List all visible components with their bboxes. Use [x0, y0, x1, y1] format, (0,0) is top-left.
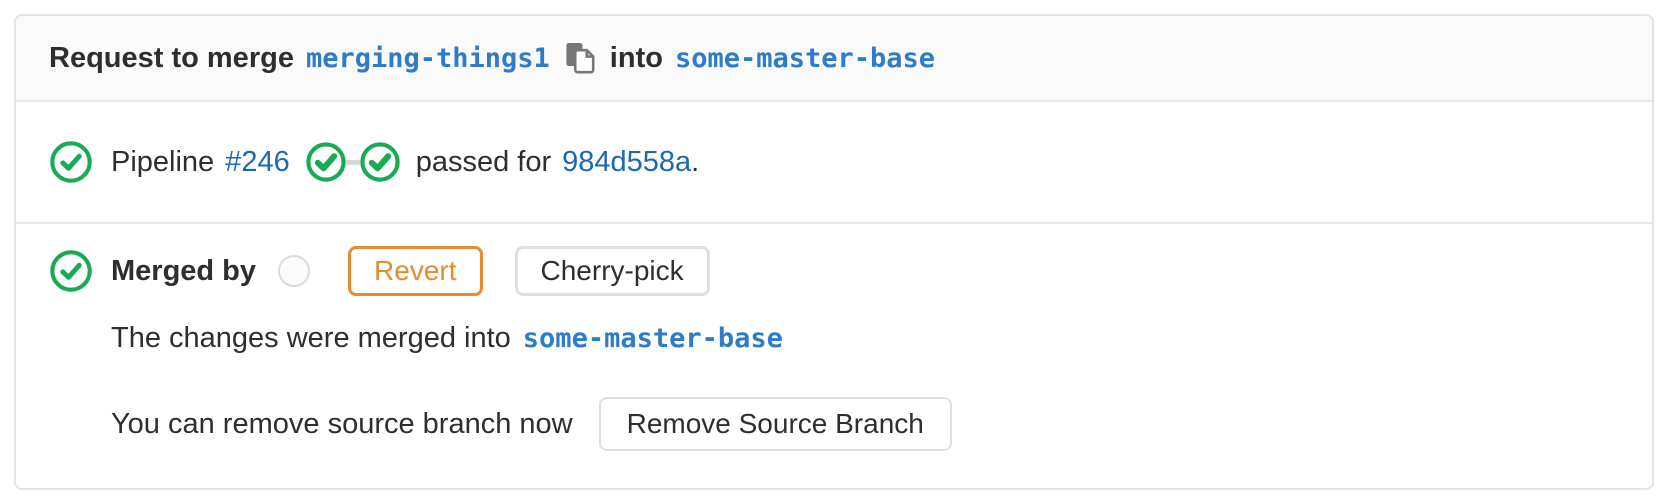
mr-widget-header: Request to merge merging-things1 into so… [16, 16, 1652, 102]
merged-by-row: Merged by Revert Cherry-pick [49, 246, 1619, 296]
source-branch-link[interactable]: merging-things1 [305, 42, 550, 74]
cherry-pick-button[interactable]: Cherry-pick [514, 246, 710, 296]
merged-by-label: Merged by [111, 254, 257, 287]
mini-pipeline-stage-icon[interactable] [359, 141, 401, 183]
mini-pipeline-stage-icon[interactable] [305, 141, 347, 183]
pipeline-success-icon [49, 140, 93, 184]
copy-branch-name-icon[interactable] [564, 41, 596, 75]
merged-success-icon [49, 249, 93, 293]
merge-request-widget: Request to merge merging-things1 into so… [14, 14, 1654, 490]
into-text: into [609, 41, 663, 74]
mini-pipeline-graph [305, 141, 401, 183]
remove-source-branch-text: You can remove source branch now [111, 407, 573, 440]
remove-source-branch-row: You can remove source branch now Remove … [111, 397, 1619, 451]
pipeline-section: Pipeline #246 passed for 984d558a . [16, 102, 1652, 224]
merged-target-branch-link[interactable]: some-master-base [522, 323, 783, 354]
remove-source-branch-button[interactable]: Remove Source Branch [598, 397, 952, 451]
revert-button[interactable]: Revert [348, 246, 483, 296]
pipeline-label: Pipeline [111, 145, 215, 178]
period-text: . [691, 145, 700, 178]
request-to-merge-text: Request to merge [49, 41, 294, 74]
merger-avatar[interactable] [278, 255, 311, 287]
pipeline-status-text: passed for [415, 145, 552, 178]
changes-merged-row: The changes were merged into some-master… [111, 322, 1619, 355]
commit-sha-link[interactable]: 984d558a [562, 145, 692, 178]
pipeline-number-link[interactable]: #246 [225, 145, 290, 178]
changes-merged-text: The changes were merged into [111, 322, 511, 354]
target-branch-link[interactable]: some-master-base [674, 42, 936, 74]
pipeline-status-line: Pipeline #246 passed for 984d558a . [111, 141, 699, 183]
merged-section: Merged by Revert Cherry-pick The changes… [16, 224, 1652, 451]
mini-pipeline-connector [345, 159, 360, 165]
